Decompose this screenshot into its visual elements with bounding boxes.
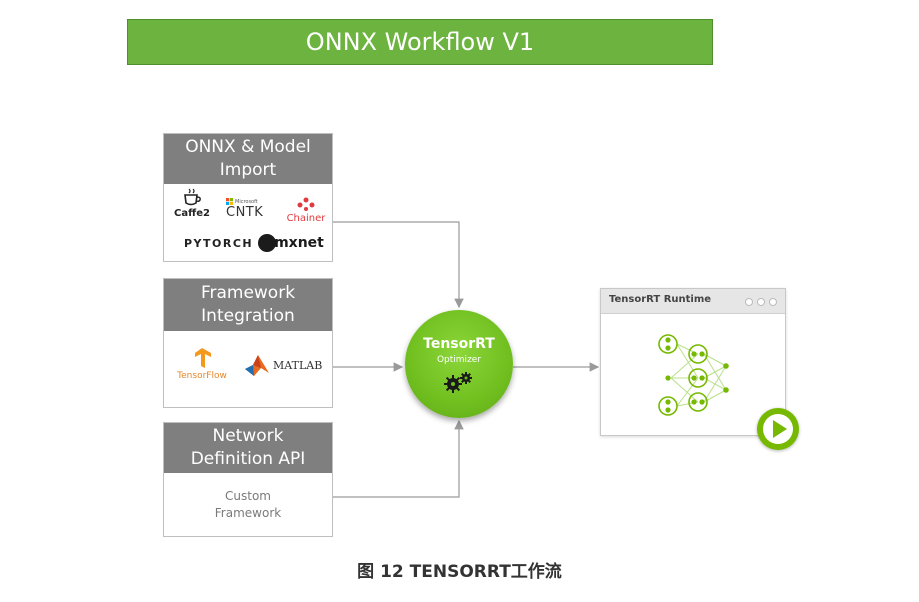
panel-network-definition-header: Network Definition API	[164, 423, 332, 473]
tensorflow-label: TensorFlow	[177, 371, 227, 381]
mxnet-logo: mxnet	[258, 232, 324, 252]
matlab-membrane-icon	[245, 355, 269, 376]
tensorflow-logo: TensorFlow	[172, 347, 232, 381]
panel-network-title-line2: Definition API	[190, 449, 306, 469]
panel-model-import-title-line2: Import	[219, 160, 277, 180]
custom-framework-line1: Custom	[225, 488, 271, 503]
figure-caption: 图 12 TENSORRT工作流	[357, 562, 562, 582]
matlab-logo: MATLAB	[244, 353, 322, 377]
panel-network-definition: Network Definition API Custom Framework	[163, 422, 333, 537]
panel-model-import-title-line1: ONNX & Model	[185, 137, 311, 157]
panel-framework-integration-header: Framework Integration	[164, 279, 332, 331]
tensorrt-runtime-window: TensorRT Runtime	[600, 288, 786, 436]
matlab-label: MATLAB	[273, 358, 323, 372]
mxnet-icon	[258, 233, 276, 252]
panel-network-title-line1: Network	[212, 426, 284, 446]
chainer-icon	[297, 197, 315, 211]
neural-network-icon	[658, 334, 729, 416]
window-dots-icon	[745, 298, 777, 306]
title-banner: ONNX Workflow V1	[127, 19, 713, 65]
custom-framework-line2: Framework	[214, 505, 282, 520]
cntk-logo: Microsoft CNTK	[226, 198, 263, 220]
microsoft-icon	[226, 198, 233, 205]
chainer-label: Chainer	[286, 213, 326, 224]
caffe2-logo: Caffe2	[174, 188, 210, 219]
panel-model-import: ONNX & Model Import Caffe2 Microsoft C	[163, 133, 333, 262]
optimizer-title: TensorRT	[423, 336, 495, 352]
connector-import	[333, 221, 464, 309]
coffee-cup-icon	[184, 188, 201, 206]
mxnet-label: mxnet	[274, 234, 324, 251]
panel-model-import-header: ONNX & Model Import	[164, 134, 332, 184]
tensorrt-optimizer: TensorRT Optimizer	[405, 310, 513, 418]
chainer-logo: Chainer	[284, 196, 328, 224]
play-button[interactable]	[757, 408, 799, 450]
cntk-vendor-label: Microsoft	[235, 198, 258, 205]
panel-model-import-body: Caffe2 Microsoft CNTK Chainer	[164, 184, 332, 261]
runtime-titlebar: TensorRT Runtime	[601, 289, 785, 314]
connector-network	[333, 419, 464, 498]
runtime-title: TensorRT Runtime	[609, 294, 712, 305]
panel-network-definition-body: Custom Framework	[164, 473, 332, 536]
caffe2-label: Caffe2	[174, 208, 210, 219]
panel-framework-integration: Framework Integration TensorFlow MATLAB	[163, 278, 333, 408]
gears-icon	[444, 372, 472, 393]
diagram-title: ONNX Workflow V1	[305, 28, 535, 56]
play-icon	[763, 414, 793, 444]
optimizer-subtitle: Optimizer	[436, 355, 482, 365]
tensorflow-icon	[195, 348, 211, 368]
panel-framework-title-line2: Integration	[201, 306, 295, 326]
panel-framework-title-line1: Framework	[200, 283, 296, 303]
panel-framework-integration-body: TensorFlow MATLAB	[164, 331, 332, 407]
cntk-label: CNTK	[226, 205, 264, 220]
pytorch-logo: PYTORCH	[184, 237, 254, 250]
